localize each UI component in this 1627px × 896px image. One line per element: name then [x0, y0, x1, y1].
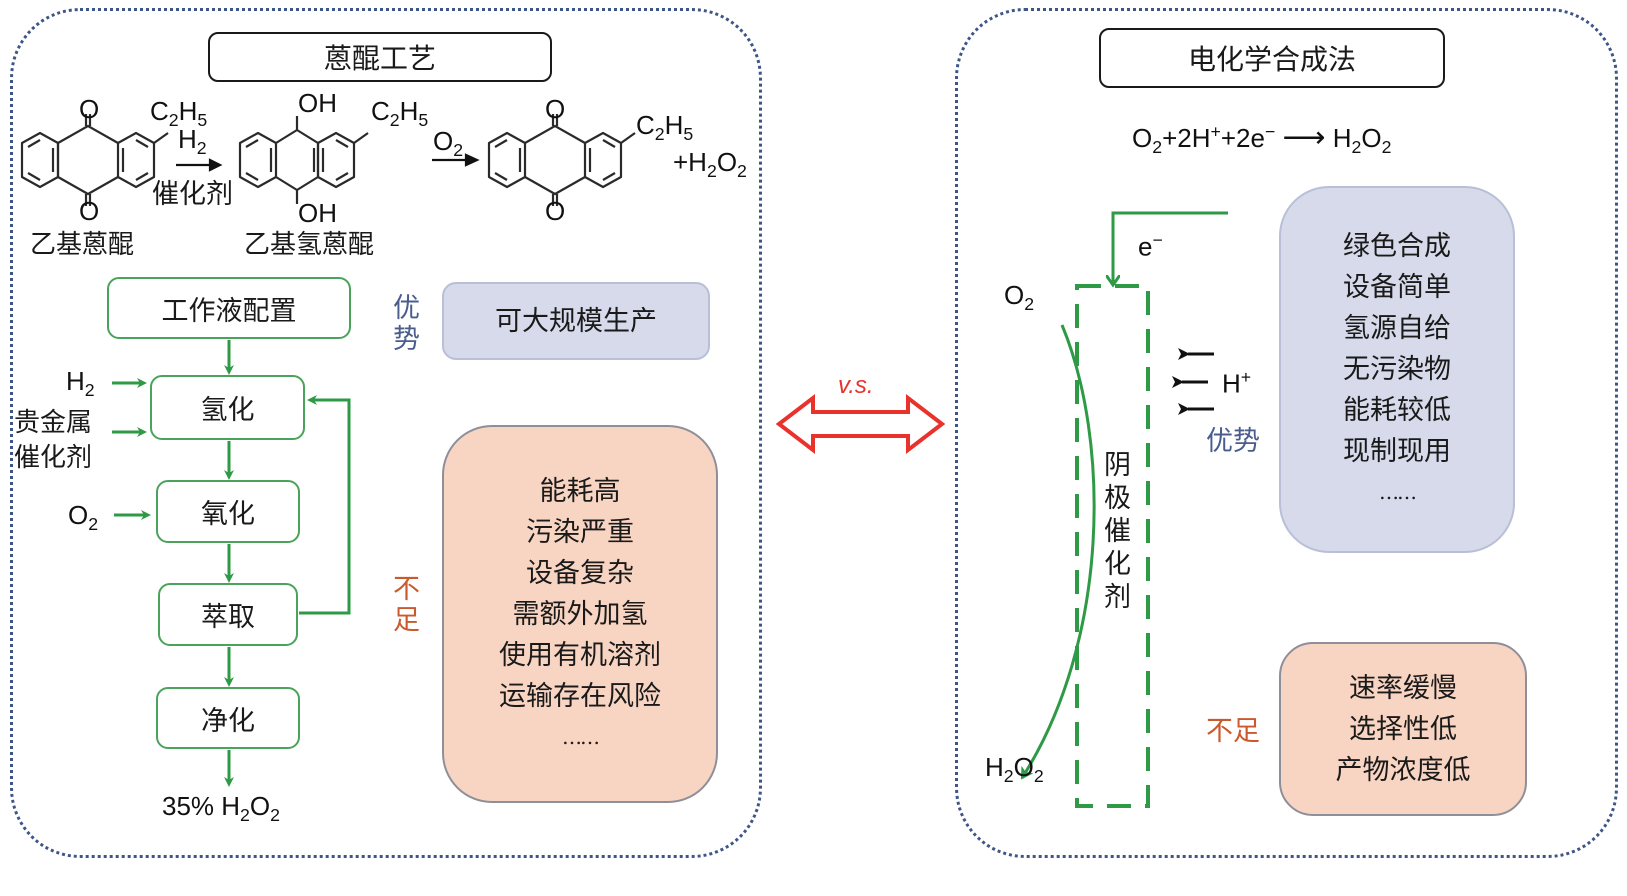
flow-step-label: 氢化: [200, 395, 255, 426]
disadvantage-item: 速率缓慢: [1349, 672, 1457, 704]
flow-step-extraction: 萃取: [158, 583, 298, 646]
advantage-item: 现制现用: [1343, 436, 1451, 467]
input-catalyst-line1: 贵金属: [14, 408, 93, 438]
electron-label: e−: [1138, 230, 1163, 262]
mol3-carbonyl-bottom: O: [545, 196, 566, 226]
disadvantage-item: 能耗高: [539, 475, 621, 507]
flow-step-label: 净化: [201, 705, 255, 737]
input-h2-label: H2: [66, 366, 95, 401]
intermediate-name: 乙基氢蒽醌: [244, 230, 375, 260]
mol1-ethyl-label: C2H5: [150, 96, 208, 131]
electrochemical-panel: [955, 8, 1618, 858]
cathode-catalyst-label: 阴极催化剂: [1099, 450, 1130, 615]
advantage-item: 设备简单: [1343, 272, 1451, 303]
flow-step-label: 工作液配置: [161, 295, 297, 327]
disadvantage-item: 污染严重: [526, 516, 634, 548]
left-disadvantage-box: 能耗高 污染严重 设备复杂 需额外加氢 使用有机溶剂 运输存在风险 ……: [442, 425, 718, 803]
input-o2-label: O2: [68, 500, 99, 535]
vs-label: v.s.: [838, 372, 874, 399]
disadvantage-item: 使用有机溶剂: [499, 639, 661, 671]
electrochemical-title-text: 电化学合成法: [1187, 43, 1356, 76]
double-arrow-icon: [775, 393, 946, 455]
product-label: 35% H2O2: [162, 791, 280, 826]
reactant-name: 乙基蒽醌: [30, 230, 135, 260]
anthraquinone-title: 蒽醌工艺: [208, 32, 552, 82]
flow-step-oxidation: 氧化: [156, 480, 300, 543]
right-disadvantage-box: 速率缓慢 选择性低 产物浓度低: [1279, 642, 1527, 816]
mol3-ethyl-label: C2H5: [636, 110, 694, 145]
flow-step-hydrogenation: 氢化: [150, 375, 305, 440]
left-advantage-box: 可大规模生产: [442, 282, 710, 360]
byproduct-h2o2: +H2O2: [673, 147, 747, 182]
mol2-ethyl-label: C2H5: [371, 96, 429, 131]
disadvantage-item: 设备复杂: [526, 557, 634, 589]
mol2-hydroxyl-bottom: OH: [298, 198, 337, 228]
flow-step-label: 萃取: [201, 602, 255, 633]
step2-reagent-o2: O2: [433, 126, 464, 161]
mol1-carbonyl-bottom: O: [79, 196, 100, 226]
disadvantage-item: ……: [562, 724, 600, 749]
right-advantage-label: 优势: [1206, 426, 1260, 457]
left-advantage-label: 优势: [388, 293, 419, 355]
o2-label: O2: [1004, 280, 1035, 315]
anthraquinone-process-panel: [10, 8, 762, 858]
electrochemical-equation: O2+2H++2e− ⟶ H2O2: [1132, 121, 1392, 158]
flow-step-purification: 净化: [156, 687, 300, 749]
proton-label: H+: [1222, 367, 1252, 399]
step1-reagent-h2: H2: [178, 124, 207, 159]
disadvantage-item: 产物浓度低: [1335, 754, 1471, 786]
disadvantage-item: 运输存在风险: [499, 680, 661, 712]
disadvantage-item: 选择性低: [1349, 713, 1457, 745]
right-advantage-box: 绿色合成 设备简单 氢源自给 无污染物 能耗较低 现制现用 ……: [1279, 186, 1515, 553]
mol1-carbonyl-top: O: [79, 94, 100, 124]
advantage-item: 绿色合成: [1343, 231, 1451, 262]
advantage-item: 无污染物: [1343, 354, 1451, 385]
disadvantage-item: 需额外加氢: [512, 598, 648, 630]
advantage-item: 能耗较低: [1343, 395, 1451, 426]
flow-step-working-solution: 工作液配置: [107, 277, 351, 339]
anthraquinone-title-text: 蒽醌工艺: [323, 42, 436, 75]
advantage-item: 可大规模生产: [495, 305, 657, 337]
mol2-hydroxyl-top: OH: [298, 88, 337, 118]
h2o2-label: H2O2: [985, 752, 1044, 787]
right-disadvantage-label: 不足: [1206, 716, 1260, 747]
flow-step-label: 氧化: [201, 499, 255, 530]
step1-catalyst-label: 催化剂: [152, 179, 233, 210]
electrochemical-title: 电化学合成法: [1099, 28, 1445, 88]
left-disadvantage-label: 不足: [388, 574, 419, 636]
advantage-item: ……: [1379, 480, 1417, 504]
input-catalyst-line2: 催化剂: [14, 443, 93, 473]
advantage-item: 氢源自给: [1343, 313, 1451, 344]
mol3-carbonyl-top: O: [545, 94, 566, 124]
